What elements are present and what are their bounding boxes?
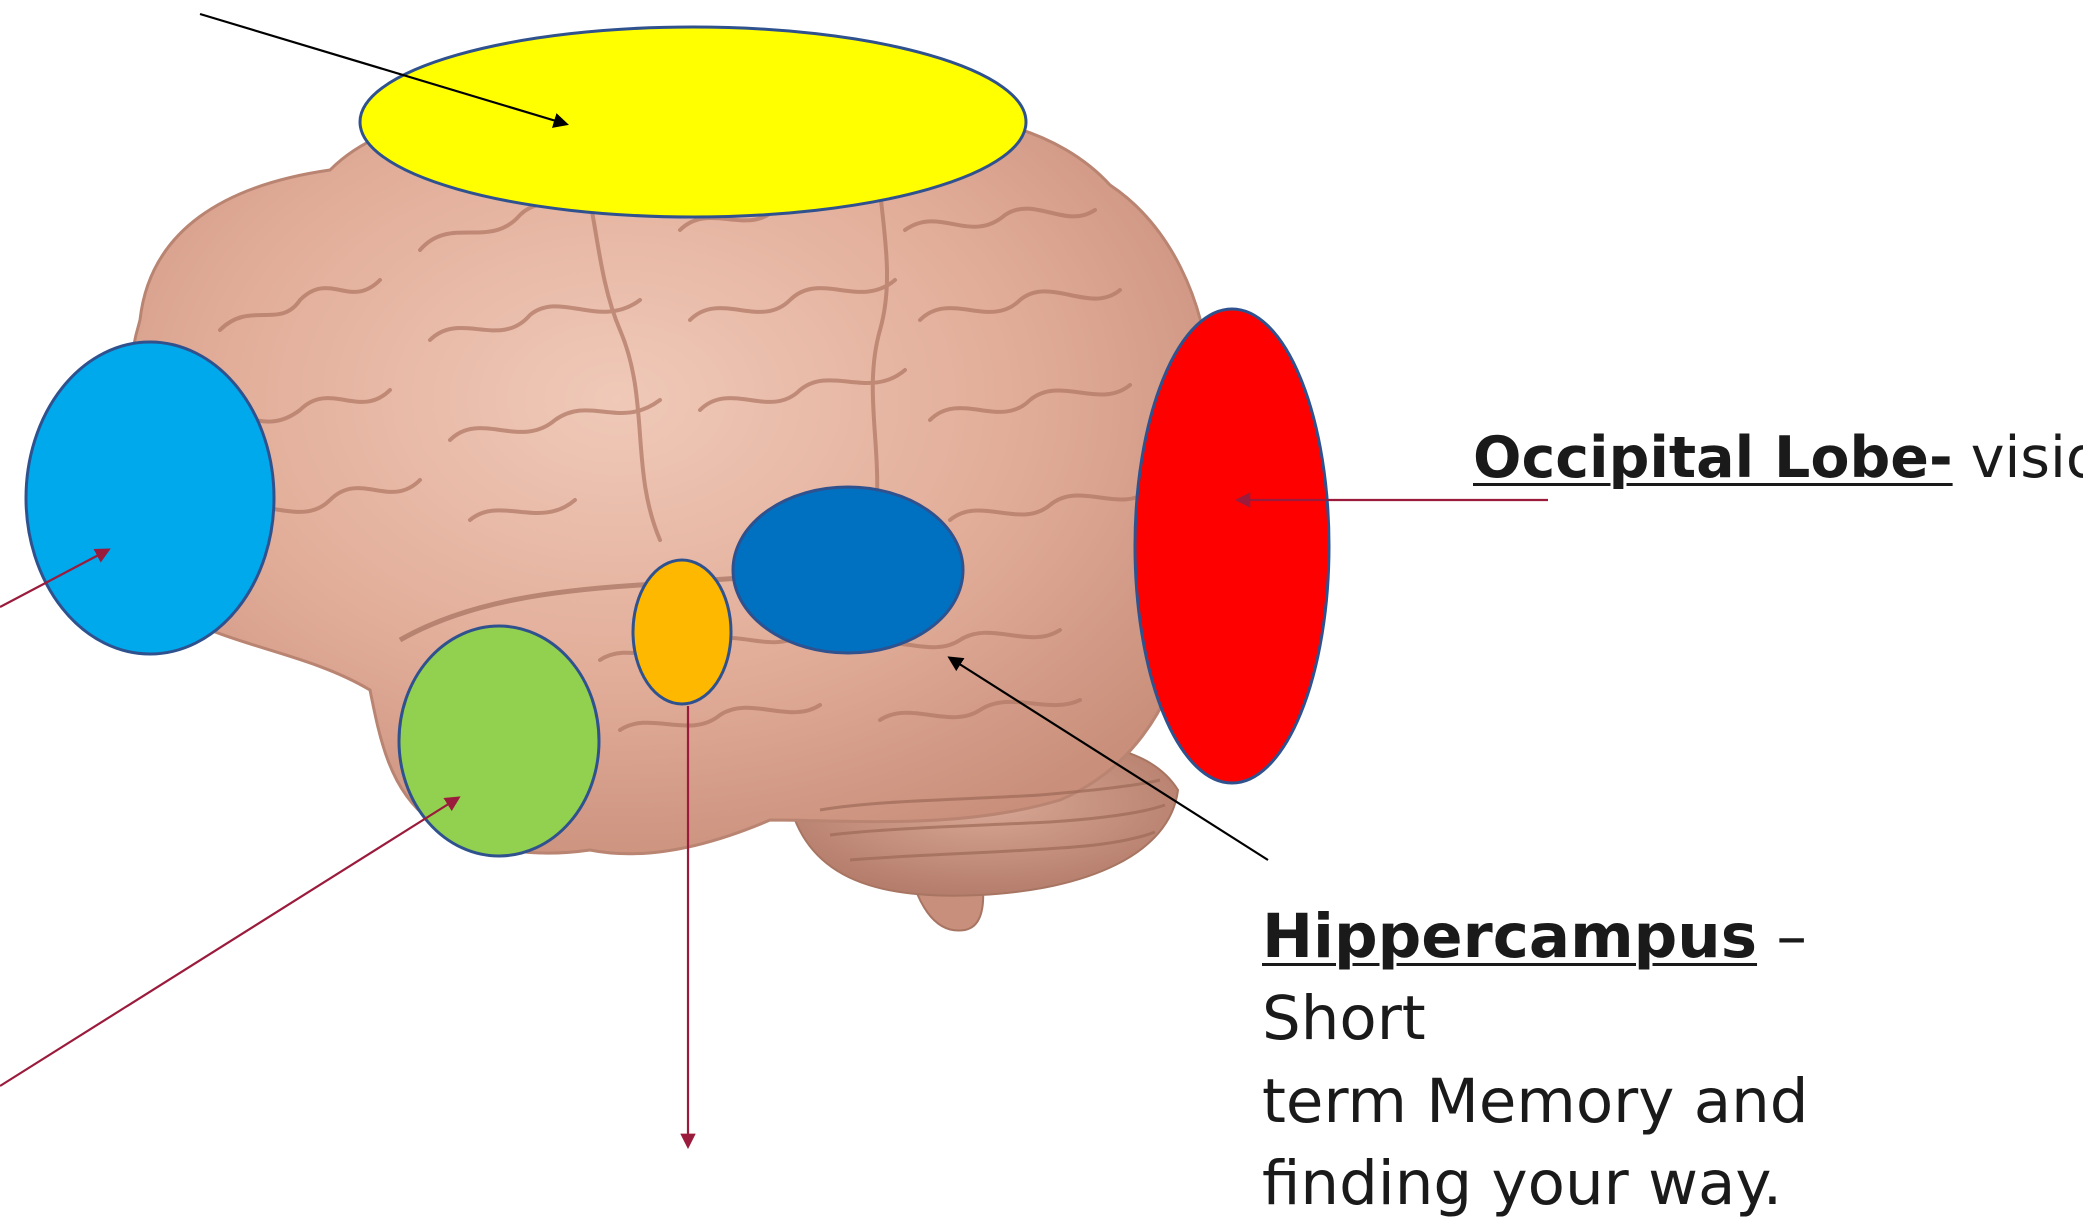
frontal-lobe-marker [26, 342, 274, 654]
hippocampus-term: Hippercampus [1262, 901, 1757, 972]
occipital-lobe-marker [1135, 309, 1329, 783]
hippocampus-label-line-3: finding your way. [1262, 1143, 1962, 1225]
hippocampus-marker [733, 487, 963, 653]
hippocampus-label: Hippercampus – Short term Memory and fin… [1262, 896, 1962, 1225]
occipital-lobe-description: vision [1953, 425, 2083, 491]
occipital-lobe-term: Occipital Lobe- [1473, 425, 1953, 491]
hippocampus-label-line-2: term Memory and [1262, 1061, 1962, 1143]
small-orange-marker [633, 560, 731, 704]
occipital-lobe-label: Occipital Lobe- vision [1473, 420, 2083, 497]
parietal-lobe-marker [360, 27, 1026, 217]
arrow-to-green-region [0, 798, 458, 1086]
temporal-lobe-marker [399, 626, 599, 856]
hippocampus-label-line-1: Hippercampus – Short [1262, 896, 1962, 1061]
brain-image [129, 96, 1213, 931]
